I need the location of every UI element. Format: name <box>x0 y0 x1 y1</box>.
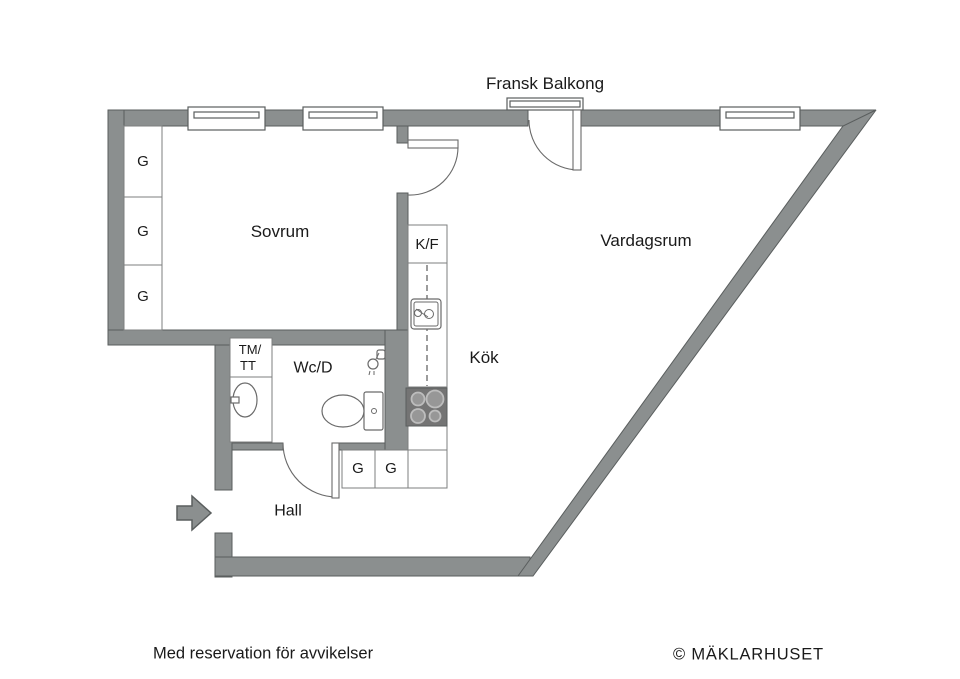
kitchen-counter <box>407 449 448 489</box>
bathroom-fixtures <box>229 337 386 443</box>
tumble-dryer-label: TT <box>240 358 256 374</box>
kitchen-counter <box>407 425 448 451</box>
wardrobe-label: G <box>385 460 397 478</box>
kitchen-sink <box>410 298 442 330</box>
wall-bottom <box>214 556 531 577</box>
kitchen-fixtures <box>405 224 448 489</box>
wall-bedroom-east <box>396 192 409 333</box>
bedroom-door <box>407 139 459 196</box>
wardrobe-label: G <box>137 223 149 241</box>
entrance-arrow-icon <box>176 494 213 532</box>
fridge-freezer-label: K/F <box>415 236 439 254</box>
washbasin-tap <box>230 396 240 404</box>
room-label-bedroom: Sovrum <box>250 222 310 242</box>
window-1 <box>187 106 266 131</box>
wardrobe-cell <box>374 449 409 489</box>
bathroom-door <box>282 442 340 499</box>
toilet <box>321 391 384 431</box>
window-2 <box>302 106 384 131</box>
shower-icon <box>367 349 386 376</box>
room-label-bathroom: Wc/D <box>293 359 333 377</box>
wall-diagonal <box>517 109 877 577</box>
wall-bathroom-south-left <box>231 442 284 451</box>
copyright-text: © MÄKLARHUSET <box>673 645 824 664</box>
balcony-rail <box>506 97 584 111</box>
room-label-hall: Hall <box>274 502 302 520</box>
wardrobe-label: G <box>352 460 364 478</box>
wall-bathroom-south-right <box>336 442 386 451</box>
washing-machine-label: TM/ <box>238 342 262 358</box>
wall-bathroom-east <box>384 329 409 451</box>
stove <box>405 387 448 427</box>
wall-bedroom-east-stub <box>396 125 409 144</box>
windows <box>187 97 801 131</box>
wall-hall-west <box>214 344 233 491</box>
wardrobe-label: G <box>137 288 149 306</box>
wardrobe-label: G <box>137 153 149 171</box>
wardrobe-cell <box>123 125 163 198</box>
room-label-living-room: Vardagsrum <box>600 231 692 251</box>
window-3 <box>719 106 801 131</box>
wardrobe-cell <box>123 264 163 331</box>
wardrobe-cell <box>341 449 376 489</box>
wardrobe-cells <box>123 125 409 489</box>
disclaimer-text: Med reservation för avvikelser <box>153 644 374 663</box>
doors <box>282 109 582 499</box>
room-label-kitchen: Kök <box>469 348 499 368</box>
fridge-freezer-cabinet <box>407 224 448 264</box>
walls <box>107 109 877 578</box>
balcony-door <box>528 109 582 171</box>
balcony-label: Fransk Balkong <box>485 74 605 94</box>
wall-left <box>107 109 125 346</box>
